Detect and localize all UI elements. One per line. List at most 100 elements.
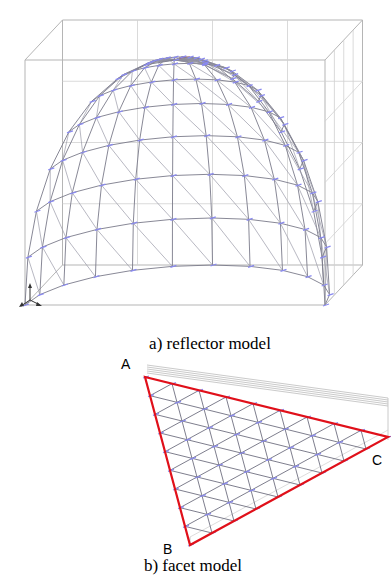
mesh-line	[66, 193, 72, 238]
node-mark	[138, 139, 144, 141]
mesh-line	[172, 218, 211, 219]
node-mark	[202, 64, 208, 66]
mesh-line	[146, 60, 175, 65]
mesh-line	[155, 390, 199, 414]
node-mark	[267, 111, 273, 113]
mesh-line	[212, 218, 250, 266]
mesh-line	[210, 174, 245, 175]
mesh-line	[170, 470, 278, 497]
mesh-line	[102, 185, 134, 223]
box-edge	[25, 20, 63, 60]
node-mark	[224, 67, 230, 69]
mesh-line	[175, 60, 205, 63]
node-mark	[67, 131, 73, 133]
mesh-line	[113, 90, 119, 112]
mesh-line	[174, 64, 196, 79]
mesh-line	[213, 265, 251, 266]
node-mark	[204, 135, 210, 137]
node-mark	[337, 441, 343, 443]
mesh-line	[249, 219, 283, 270]
mesh-line	[136, 176, 173, 180]
node-mark	[210, 217, 216, 219]
mesh-line	[237, 137, 274, 179]
node-mark	[131, 222, 137, 224]
mesh-line	[253, 404, 278, 497]
grid-line	[287, 20, 288, 265]
mesh-line	[180, 508, 234, 521]
mesh-line	[244, 176, 280, 224]
mesh-line	[185, 430, 361, 526]
node-mark	[293, 465, 299, 467]
node-mark	[282, 123, 288, 125]
mesh-line	[145, 104, 173, 107]
mesh-line	[202, 103, 238, 136]
mesh-line	[318, 202, 327, 247]
mesh-line	[202, 103, 229, 105]
node-mark	[81, 151, 87, 153]
box-edge	[147, 373, 388, 406]
node-mark	[278, 222, 284, 224]
node-mark	[90, 100, 96, 102]
mesh-line	[172, 219, 212, 265]
mesh-line	[185, 526, 212, 533]
node-mark	[117, 111, 123, 113]
mesh-line	[217, 80, 228, 105]
node-mark	[107, 144, 113, 146]
node-mark	[48, 201, 54, 203]
node-mark	[207, 427, 213, 429]
mesh-line	[79, 124, 82, 152]
mesh-line	[131, 71, 133, 86]
node-mark	[200, 495, 206, 497]
mesh-line	[280, 223, 282, 270]
node-mark	[306, 276, 312, 278]
node-mark	[180, 420, 186, 422]
mesh-line	[123, 63, 148, 75]
mesh-line	[269, 112, 280, 118]
mesh-line	[79, 101, 91, 124]
mesh-line	[83, 152, 102, 185]
node-mark	[272, 178, 278, 180]
node-mark	[319, 237, 325, 239]
mesh-line	[202, 103, 207, 135]
mesh-line	[175, 60, 205, 63]
mesh-line	[145, 61, 154, 68]
mesh-line	[297, 185, 320, 237]
node-mark	[172, 79, 178, 81]
node-mark	[173, 59, 179, 61]
vertex-label: C	[372, 452, 382, 469]
mesh-line	[64, 277, 96, 285]
mesh-line	[249, 86, 280, 118]
mesh-line	[140, 107, 145, 140]
mesh-line	[312, 193, 326, 247]
node-mark	[215, 79, 221, 81]
mesh-line	[211, 218, 213, 265]
vertex-label: A	[121, 356, 130, 373]
node-mark	[214, 64, 220, 66]
caption: b) facet model	[144, 556, 242, 576]
mesh-line	[96, 96, 99, 118]
node-mark	[202, 408, 208, 410]
node-mark	[283, 144, 289, 146]
mesh-line	[63, 160, 73, 192]
mesh-line	[175, 417, 307, 489]
node-mark	[100, 184, 106, 186]
mesh-line	[69, 101, 92, 131]
mesh-line	[151, 82, 173, 104]
node-mark	[232, 74, 238, 76]
mesh-line	[172, 384, 212, 533]
mesh-line	[133, 223, 172, 266]
mesh-line	[312, 193, 320, 238]
mesh-line	[96, 118, 108, 146]
mesh-line	[36, 169, 50, 211]
mesh-line	[102, 179, 136, 185]
node-mark	[48, 168, 54, 170]
mesh-line	[173, 137, 210, 175]
mesh-line	[95, 229, 97, 276]
node-mark	[40, 246, 46, 248]
node-mark	[62, 284, 68, 286]
mesh-line	[119, 86, 131, 112]
mesh-line	[173, 64, 174, 80]
node-mark	[188, 56, 194, 58]
mesh-line	[244, 176, 274, 180]
axis-head	[19, 302, 24, 307]
